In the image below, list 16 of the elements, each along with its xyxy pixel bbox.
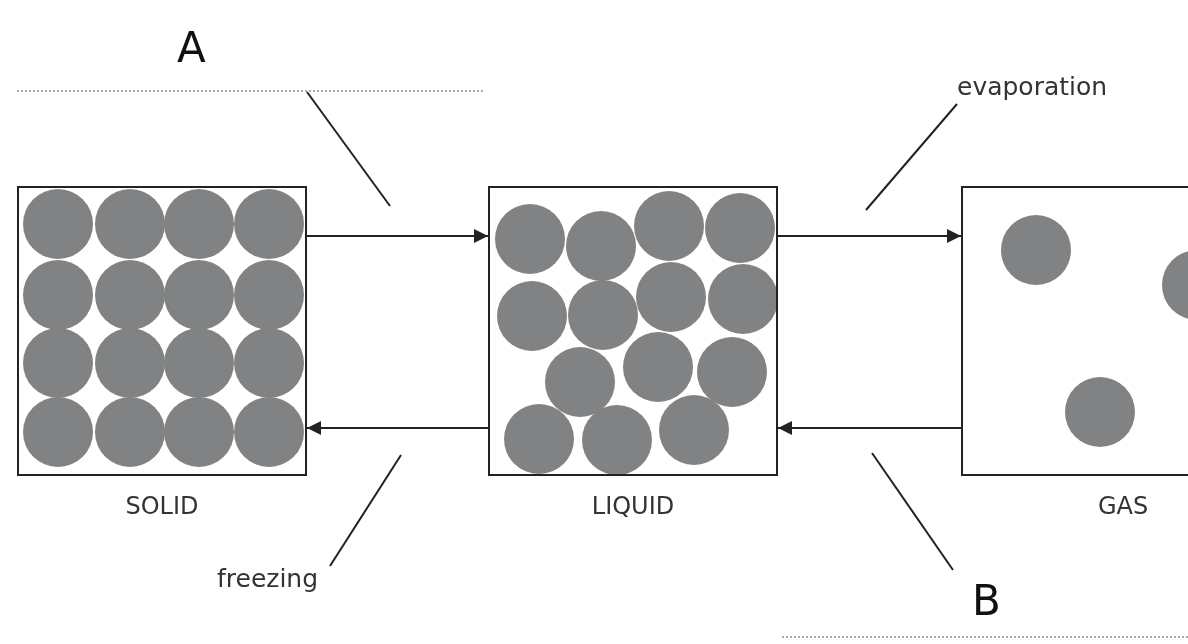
answer-letter: A xyxy=(177,27,206,69)
leader-line xyxy=(329,454,402,567)
state-label: GAS xyxy=(1097,492,1149,520)
arrow xyxy=(777,229,962,243)
particle-container xyxy=(961,186,1188,476)
leader-line xyxy=(871,452,954,571)
process-label: evaporation xyxy=(957,72,1108,101)
state-label: LIQUID xyxy=(591,492,675,520)
answer-letter: B xyxy=(972,580,1001,622)
state-label: SOLID xyxy=(125,492,199,520)
arrow xyxy=(777,421,962,435)
process-label: freezing xyxy=(217,564,319,593)
arrow xyxy=(306,229,489,243)
leader-line xyxy=(865,103,958,211)
arrow xyxy=(306,421,489,435)
leader-line xyxy=(306,91,391,207)
